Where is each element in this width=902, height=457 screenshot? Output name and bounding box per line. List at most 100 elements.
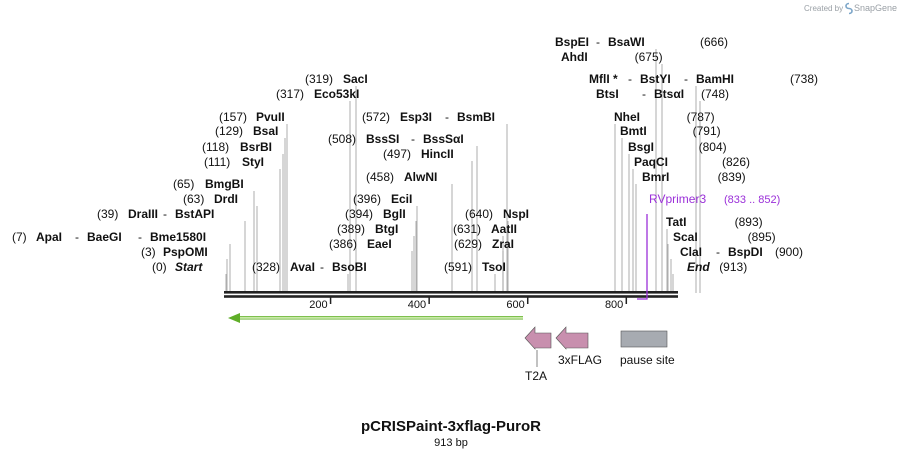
enzyme-label[interactable]: ScaI (895) <box>673 230 776 244</box>
enzyme-name: DraIII <box>128 207 158 221</box>
enzyme-label[interactable]: BtsI-BtsαI(748) <box>596 87 729 101</box>
enzyme-label[interactable]: Start(0) <box>152 260 203 274</box>
isoschizomer-separator: - <box>138 230 142 244</box>
enzyme-name: BssSαI <box>423 132 464 146</box>
cut-site-position: (386) <box>329 237 357 251</box>
enzyme-label[interactable]: BsrBI (118) <box>202 140 272 154</box>
enzyme-label[interactable]: BglI(394) <box>345 207 406 221</box>
enzyme-label[interactable]: StyI (111) <box>204 155 264 169</box>
enzyme-label[interactable]: BssSI-BssSαI(508) <box>328 132 464 146</box>
enzyme-name: PspOMI <box>163 245 208 259</box>
enzyme-label[interactable]: TatI(893) <box>666 215 763 229</box>
enzyme-label[interactable]: ClaI-BspDI(900) <box>680 245 803 259</box>
enzyme-label[interactable]: AlwNI(458) <box>366 170 437 184</box>
cut-site-position: (748) <box>701 87 729 101</box>
cut-site-position: (572) <box>362 110 390 124</box>
enzyme-label[interactable]: BsaI(129) <box>215 124 278 138</box>
enzyme-name: AlwNI <box>404 170 437 184</box>
enzyme-label[interactable]: BmtI (791) <box>620 124 721 138</box>
ruler-tick-label: 200 <box>309 299 327 311</box>
primer-rvprimer3[interactable]: RVprimer3(833 .. 852) <box>637 192 780 300</box>
enzyme-name: BglI <box>383 207 406 221</box>
enzyme-label[interactable]: HincII(497) <box>383 147 454 161</box>
enzyme-name: ScaI <box>673 230 698 244</box>
enzyme-name: ClaI <box>680 245 702 259</box>
ruler-tick-label: 600 <box>506 299 524 311</box>
dna-backbone <box>224 291 678 298</box>
enzyme-name: DrdI <box>214 192 238 206</box>
enzyme-label[interactable]: AvaI-BsoBI(328) <box>252 260 367 274</box>
primer-name: RVprimer3 <box>649 192 706 206</box>
enzyme-name: EciI <box>391 192 412 206</box>
cut-site-position: (791) <box>693 124 721 138</box>
enzyme-label[interactable]: BmrI(839) <box>642 170 746 184</box>
enzyme-name: BamHI <box>696 72 734 86</box>
feature-shape <box>620 330 668 348</box>
cut-site-position: (65) <box>173 177 194 191</box>
enzyme-name: StyI <box>242 155 264 169</box>
cut-site-position: (118) <box>202 140 229 154</box>
enzyme-label[interactable]: BtgI(389) <box>337 222 398 236</box>
isoschizomer-separator: - <box>596 35 600 49</box>
enzyme-label[interactable]: PaqCI(826) <box>634 155 750 169</box>
enzyme-label[interactable]: PvuII(157) <box>219 110 285 124</box>
cut-site-lines <box>225 49 701 293</box>
enzyme-name: MflI * <box>589 72 618 86</box>
cut-site-position: (631) <box>453 222 481 236</box>
enzyme-label[interactable]: AhdI(675) <box>561 50 663 64</box>
enzyme-name: BmrI <box>642 170 669 184</box>
enzyme-label[interactable]: BmgBI (65) <box>173 177 244 191</box>
orf-arrow[interactable] <box>228 313 523 323</box>
enzyme-label[interactable]: EaeI(386) <box>329 237 392 251</box>
isoschizomer-separator: - <box>716 245 720 259</box>
enzyme-label[interactable]: NheI(787) <box>614 110 715 124</box>
isoschizomer-separator: - <box>411 132 415 146</box>
enzyme-name: Esp3I <box>400 110 432 124</box>
enzyme-labels: BspEI-BsaWI(666)AhdI(675) MflI *-BstYI-Ba… <box>12 35 818 274</box>
enzyme-label[interactable]: Eco53kI(317) <box>276 87 359 101</box>
feature-3xflag[interactable]: 3xFLAG <box>555 326 602 367</box>
feature-pause-site[interactable]: pause site <box>620 330 675 367</box>
cut-site-position: (317) <box>276 87 304 101</box>
cut-site-position: (893) <box>735 215 763 229</box>
enzyme-name: BaeGI <box>87 230 122 244</box>
enzyme-name: BsaWI <box>608 35 645 49</box>
enzyme-name: BmtI <box>620 124 647 138</box>
enzyme-label[interactable]: DraIII-BstAPI(39) <box>97 207 214 221</box>
enzyme-label[interactable]: TsoI(591) <box>444 260 506 274</box>
cut-site-position: (319) <box>305 72 333 86</box>
cut-site-position: (497) <box>383 147 411 161</box>
enzyme-name: BsgI <box>628 140 654 154</box>
map-length: 913 bp <box>434 437 468 449</box>
enzyme-label[interactable]: PspOMI(3) <box>141 245 208 259</box>
enzyme-name: NheI <box>614 110 640 124</box>
enzyme-label[interactable]: Esp3I-BsmBI(572) <box>362 110 495 124</box>
enzyme-name: ApaI <box>36 230 62 244</box>
cut-site-position: (895) <box>748 230 776 244</box>
ruler-tick-label: 400 <box>408 299 426 311</box>
enzyme-label[interactable]: BsgI(804) <box>628 140 727 154</box>
enzyme-name: TsoI <box>482 260 506 274</box>
enzyme-label[interactable]: End(913) <box>687 260 747 274</box>
cut-site-position: (328) <box>252 260 280 274</box>
enzyme-label[interactable]: NspI(640) <box>465 207 529 221</box>
enzyme-label[interactable]: ZraI(629) <box>454 237 514 251</box>
cut-site-position: (913) <box>719 260 747 274</box>
enzyme-name: BsrBI <box>240 140 272 154</box>
enzyme-name: BmgBI <box>205 177 244 191</box>
enzyme-label[interactable]: DrdI(63) <box>183 192 238 206</box>
cut-site-position: (629) <box>454 237 482 251</box>
cut-site-position: (640) <box>465 207 493 221</box>
enzyme-label[interactable]: AatII (631) <box>453 222 517 236</box>
cut-site-position: (111) <box>204 155 230 169</box>
enzyme-label[interactable]: ApaI-BaeGI-Bme1580I(7) <box>12 230 206 244</box>
cut-site-position: (396) <box>353 192 381 206</box>
enzyme-label[interactable]: SacI (319) <box>305 72 368 86</box>
feature-t2a[interactable]: T2A <box>524 326 552 383</box>
enzyme-name: AatII <box>491 222 517 236</box>
enzyme-label[interactable]: BspEI-BsaWI(666) <box>555 35 728 49</box>
enzyme-name: SacI <box>343 72 368 86</box>
enzyme-label[interactable]: MflI *-BstYI-BamHI(738) <box>589 72 818 86</box>
enzyme-label[interactable]: EciI (396) <box>353 192 412 206</box>
